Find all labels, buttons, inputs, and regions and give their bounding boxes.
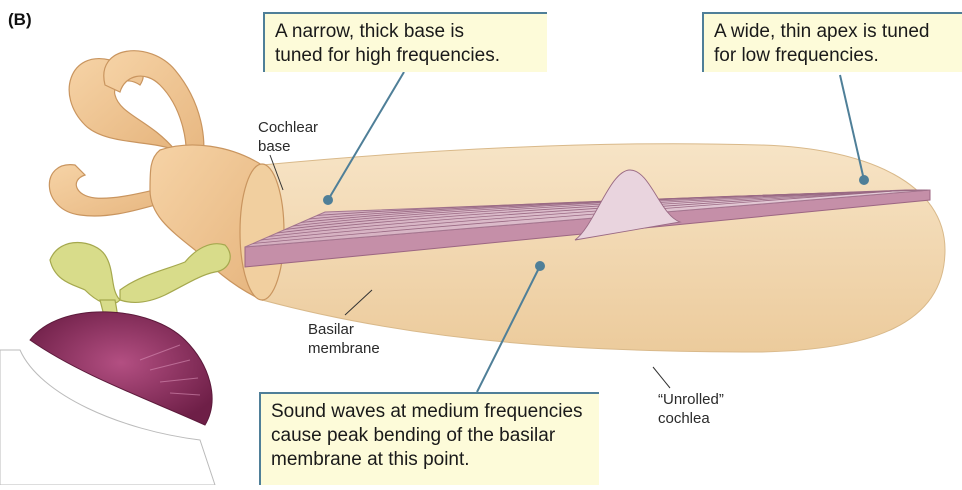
medium-callout-line-3: membrane at this point. [271,448,591,472]
unrolled-cochlea-label: “Unrolled” cochlea [658,390,724,428]
cochlear-base-label: Cochlear base [258,118,318,156]
base-callout-line-2: tuned for high frequencies. [275,44,539,68]
base-leader-dot [324,196,332,204]
cochlear-base-label-line-1: Cochlear [258,118,318,137]
medium-callout: Sound waves at medium frequencies cause … [259,392,599,485]
basilar-membrane-label-line-1: Basilar [308,320,380,339]
basilar-membrane-label-line-2: membrane [308,339,380,358]
base-callout-line-1: A narrow, thick base is [275,20,539,44]
base-callout: A narrow, thick base is tuned for high f… [263,12,547,72]
apex-callout-line-2: for low frequencies. [714,44,954,68]
apex-callout-line-1: A wide, thin apex is tuned [714,20,954,44]
apex-callout: A wide, thin apex is tuned for low frequ… [702,12,962,72]
unrolled-cochlea-label-line-2: cochlea [658,409,724,428]
cochlear-base-opening [240,164,284,300]
unrolled-cochlea-label-line-1: “Unrolled” [658,390,724,409]
medium-callout-line-2: cause peak bending of the basilar [271,424,591,448]
apex-leader-dot [860,176,868,184]
panel-letter: (B) [8,10,32,30]
unrolled-leader [653,367,670,388]
basilar-membrane-label: Basilar membrane [308,320,380,358]
cochlear-base-label-line-2: base [258,137,318,156]
medium-callout-line-1: Sound waves at medium frequencies [271,400,591,424]
medium-leader-dot [536,262,544,270]
